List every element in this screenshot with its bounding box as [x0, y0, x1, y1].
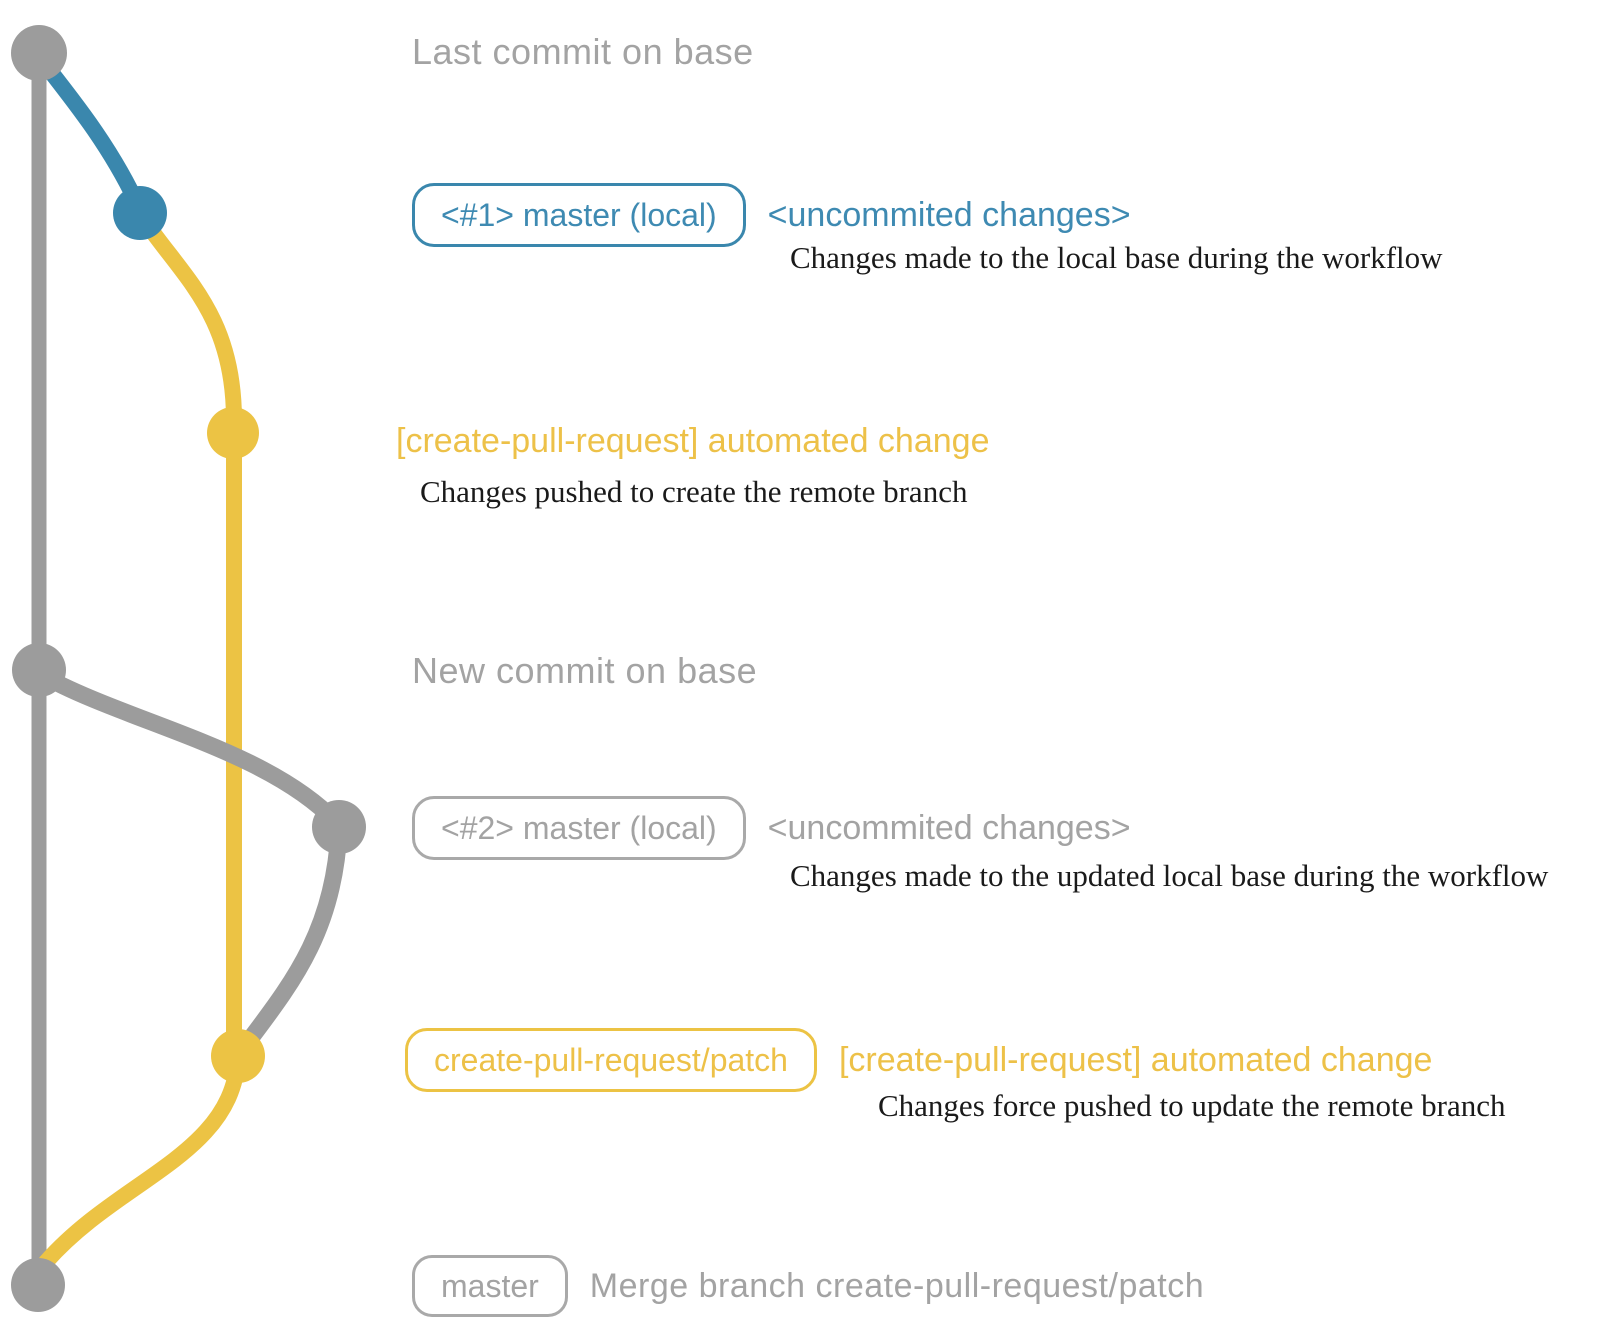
local-to-patch-curve: [233, 821, 348, 1059]
branch-badge-master-local-1: <#1> master (local): [412, 183, 746, 247]
label-row-master-local-2: <#2> master (local) <uncommited changes>: [412, 793, 1131, 863]
merge-commit-caption: Merge branch create-pull-request/patch: [589, 1266, 1205, 1305]
automated-change-tag-1: [create-pull-request] automated change: [396, 421, 990, 460]
commit-dot-patch-2: [211, 1029, 265, 1083]
branch-badge-patch: create-pull-request/patch: [405, 1028, 817, 1092]
label-last-commit-on-base: Last commit on base: [412, 31, 754, 73]
note-force-push-remote-branch: Changes force pushed to update the remot…: [878, 1088, 1506, 1123]
commit-dot-new-base: [12, 643, 66, 697]
note-local-changes-1: Changes made to the local base during th…: [790, 240, 1443, 275]
commit-dot-local-2: [312, 800, 366, 854]
uncommited-changes-tag-1: <uncommited changes>: [767, 195, 1131, 234]
branch-badge-master: master: [412, 1255, 568, 1317]
commit-dot-last-base: [11, 25, 67, 81]
patch-branch-line: [132, 206, 242, 1060]
patch-merge-curve: [38, 1049, 246, 1270]
label-row-master-local-1: <#1> master (local) <uncommited changes>: [412, 180, 1131, 250]
automated-change-tag-2: [create-pull-request] automated change: [838, 1040, 1433, 1079]
note-local-changes-2: Changes made to the updated local base d…: [790, 858, 1549, 893]
commit-dot-local-1: [113, 186, 167, 240]
local-branch-curve-1: [32, 50, 148, 218]
label-row-patch-branch: create-pull-request/patch [create-pull-r…: [405, 1025, 1432, 1095]
commit-dot-merge: [11, 1258, 65, 1312]
uncommited-changes-tag-2: <uncommited changes>: [767, 808, 1131, 847]
commit-dot-patch-1: [207, 407, 259, 459]
local-branch-curve-2: [31, 665, 345, 831]
label-new-commit-on-base: New commit on base: [412, 650, 757, 692]
note-push-remote-branch: Changes pushed to create the remote bran…: [420, 474, 968, 509]
label-row-automated-change-1: [create-pull-request] automated change: [396, 421, 989, 461]
new-commit-caption: New commit on base: [412, 650, 758, 691]
label-row-master-merge: master Merge branch create-pull-request/…: [412, 1254, 1204, 1318]
branch-badge-master-local-2: <#2> master (local): [412, 796, 746, 860]
last-commit-caption: Last commit on base: [412, 31, 754, 72]
